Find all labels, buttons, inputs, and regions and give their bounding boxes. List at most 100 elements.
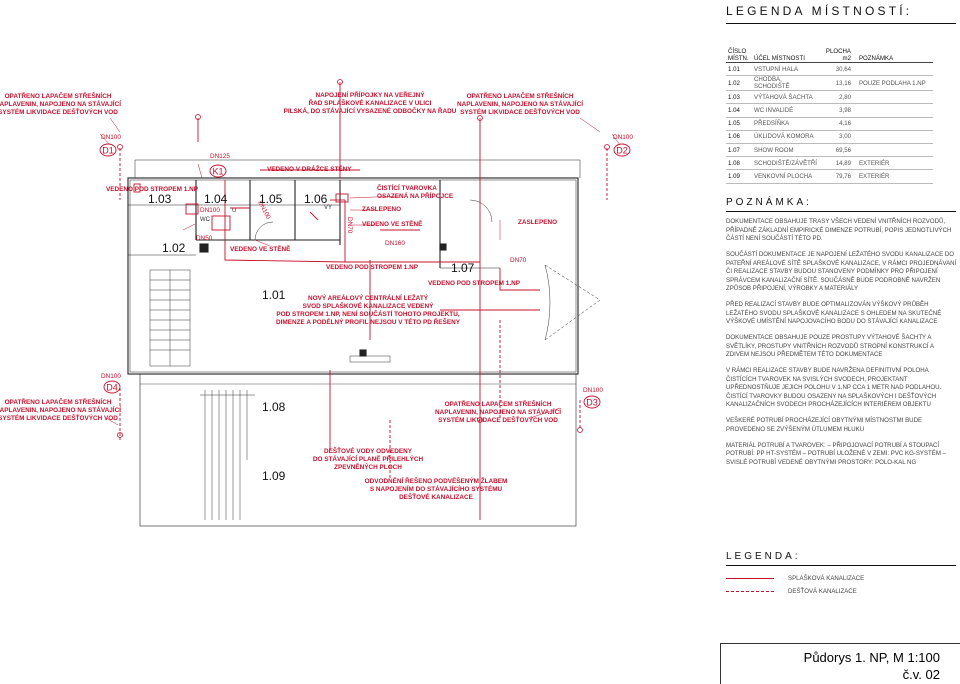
room-number-106: 1.06 [304, 192, 328, 206]
room-number-105: 1.05 [259, 192, 283, 206]
room-area: 3,98 [818, 103, 853, 118]
note-gutter-d1-l2: NAPLAVENIN, NAPOJENO NA STÁVAJÍCÍ [0, 99, 121, 108]
note-newline-l3: POD STROPEM 1.NP, NENÍ SOUČÁSTÍ TOHOTO P… [276, 309, 459, 318]
dn-label-d3: DN100 [583, 387, 603, 394]
note-rain1-l3: ZPEVNĚNÝCH PLOCH [334, 462, 402, 471]
room-note [852, 103, 933, 118]
note-paragraph: MATERIÁL POTRUBÍ A TVAROVEK: – PŘIPOJOVA… [726, 441, 946, 466]
room-note: EXTERIÉR [852, 156, 933, 171]
notes-title: POZNÁMKA: [726, 197, 812, 208]
room-purpose: ÚKLIDOVÁ KOMORA [752, 130, 819, 144]
room-number-101: 1.01 [262, 288, 286, 302]
notes-block: DOKUMENTACE OBSAHUJE TRASY VŠECH VEDENÍ … [726, 218, 958, 475]
note-gutter-d2-l1: OPATŘENO LAPAČEM STŘEŠNÍCH [467, 91, 574, 100]
note-plugged: ZASLEPENO [362, 206, 401, 213]
room-area: 13,16 [818, 75, 853, 92]
note-ceiling2: VEDENO POD STROPEM 1.NP [326, 264, 419, 271]
note-wall1: VEDENO VE STĚNĚ [230, 244, 291, 253]
bubble-d4-label: D4 [106, 383, 118, 393]
note-paragraph: SOUČÁSTÍ DOKUMENTACE JE NAPOJENÍ LEŽATÉH… [726, 251, 957, 292]
room-number-109: 1.09 [262, 469, 286, 483]
exterior-stairs [200, 390, 255, 520]
note-paragraph: PŘED REALIZACÍ STAVBY BUDE OPTIMALIZOVÁN… [726, 301, 942, 325]
lines-legend-title: LEGENDA: [726, 551, 801, 562]
note-gutter-d4-l2: NAPLAVENIN, NAPOJENO NA STÁVAJÍCÍ [0, 405, 121, 414]
room-purpose: SCHODIŠTĚ/ZÁVĚTŘÍ [752, 156, 819, 171]
room-area: 14,89 [818, 156, 853, 171]
notes-rule [726, 211, 956, 212]
note-gutter-d3-l1: OPATŘENO LAPAČEM STŘEŠNÍCH [445, 399, 552, 408]
note-gutter-d2-l2: NAPLAVENIN, NAPOJENO NA STÁVAJÍCÍ [457, 99, 583, 108]
room-purpose: VÝTAHOVÁ ŠACHTA [752, 90, 819, 105]
room-number: 1.02 [726, 75, 752, 92]
note-gutter-d4-l3: SYSTÉM LIKVIDACE DEŠŤOVÝCH VOD [0, 413, 118, 422]
bubble-d1 [99, 143, 117, 157]
sanitary-fixtures [133, 183, 349, 231]
col-header-purpose: ÚČEL MÍSTNOSTI [752, 38, 819, 63]
dn-label-dn50: DN50 [196, 235, 213, 242]
legend-item-sewer: SPLAŠKOVÁ KANALIZACE [726, 575, 864, 582]
bubble-k1 [209, 164, 227, 178]
legend-item-label: DEŠŤOVÁ KANALIZACE [788, 588, 857, 595]
rooms-legend-rule [726, 23, 956, 24]
room-number-107: 1.07 [451, 261, 475, 275]
bubble-d1-label: D1 [102, 146, 114, 156]
room-number: 1.04 [726, 103, 752, 118]
note-connection-l2: ŘAD SPLAŠKOVÉ KANALIZACE V ULICI [309, 98, 432, 107]
bubble-d3 [583, 395, 601, 409]
note-paragraph: DOKUMENTACE OBSAHUJE TRASY VŠECH VEDENÍ … [726, 218, 952, 242]
note-connection-l1: NAPOJENÍ PŘÍPOJKY NA VEŘEJNÝ [315, 90, 425, 99]
room-number-104: 1.04 [204, 192, 228, 206]
room-number: 1.09 [726, 169, 752, 184]
note-connection-l3: PILSKÁ, DO STÁVAJÍCÍ VYSAZENÉ ODBOČKY NA… [284, 106, 457, 115]
drawing-number: č.v. 02 [902, 667, 940, 682]
bubble-d3-label: D3 [586, 398, 598, 408]
cleaning-sink-label: VY [324, 205, 332, 211]
bubble-d4 [103, 380, 121, 394]
sewer-lines [119, 82, 608, 520]
dn-label-d2: DN100 [613, 134, 633, 141]
room-purpose: PŘEDSÍŇKA [752, 117, 819, 131]
room-purpose: CHODBA, SCHODIŠTĚ [752, 75, 819, 92]
lines-legend-rule [726, 565, 956, 566]
note-rain2-l2: S NAPOJENÍM DO STÁVAJÍCÍHO SYSTÉMU [370, 484, 503, 493]
note-paragraph: DOKUMENTACE OBSAHUJE POUZE PROSTUPY VÝTA… [726, 334, 934, 358]
cleanout-fixture [335, 193, 349, 203]
staircase [149, 269, 191, 367]
note-rain2-l1: ODVODNĚNÍ ŘEŠENO PODVĚŠENÝM ŽLABEM [365, 476, 508, 485]
room-number: 1.06 [726, 130, 752, 144]
note-wall2: VEDENO VE STĚNĚ [362, 219, 423, 228]
room-purpose: SHOW ROOM [752, 143, 819, 158]
wc-fixture [185, 203, 199, 215]
room-area: 2,80 [818, 90, 853, 105]
note-groove: VEDENO V DRÁŽCE STĚNY [267, 164, 352, 173]
room-number-103: 1.03 [148, 192, 172, 206]
note-gutter-d1-l3: SYSTÉM LIKVIDACE DEŠŤOVÝCH VOD [0, 107, 118, 116]
col-header-area: PLOCHA m2 [818, 38, 853, 63]
room-note: POUZE PODLAHA 1.NP [852, 75, 933, 92]
rooms-legend-title: LEGENDA MÍSTNOSTÍ: [726, 4, 913, 18]
note-newline-l2: SVOD SPLAŠKOVÉ KANALIZACE VEDENÝ [303, 301, 434, 310]
room-number: 1.08 [726, 156, 752, 171]
note-rain2-l3: DEŠŤOVÉ KANALIZACE [399, 492, 474, 501]
washbasin-label: U [232, 208, 236, 214]
room-note [852, 90, 933, 105]
note-newline-l4: DIMENZE A PODÉLNÝ PROFIL NEJSOU V TÉTO P… [276, 317, 461, 326]
note-ceiling3: VEDENO POD STROPEM 1.NP [428, 280, 521, 287]
washbasin-fixture [211, 215, 231, 231]
room-number: 1.03 [726, 90, 752, 105]
rooms-table: ČÍSLO MÍSTN. ÚČEL MÍSTNOSTI PLOCHA m2 PO… [726, 38, 933, 184]
room-note [852, 130, 933, 144]
room-purpose: WC INVALIDÉ [752, 103, 819, 118]
note-cleanout-l1: ČISTÍCÍ TVAROVKA [377, 183, 437, 192]
title-block [720, 643, 960, 684]
dn-label-k1: DN125 [210, 153, 230, 160]
terrace-outline [139, 373, 577, 527]
room-area: 69,56 [818, 143, 853, 158]
note-plugged2: ZASLEPENO [518, 219, 557, 226]
